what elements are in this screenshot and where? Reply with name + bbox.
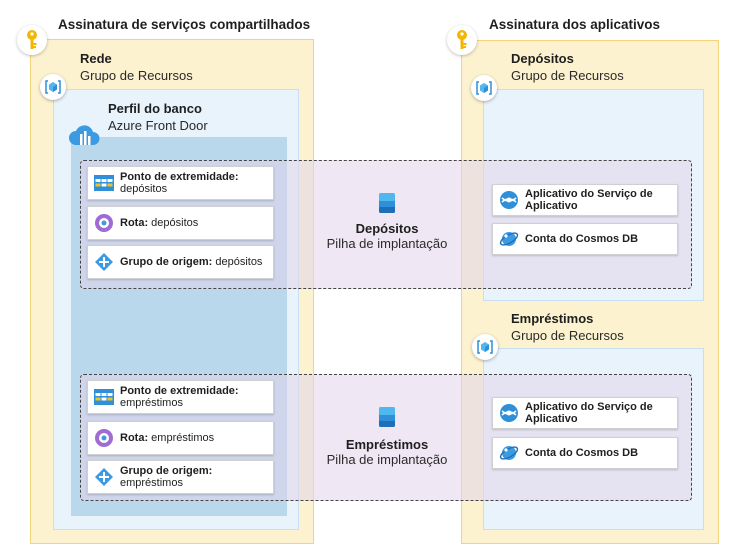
route-label: Rota: — [120, 217, 149, 229]
route-value: depósitos — [151, 217, 199, 229]
deposits-route-card: Rota: depósitos — [87, 206, 274, 240]
shared-subscription-title: Assinatura de serviços compartilhados — [58, 17, 311, 32]
origin-group-value: empréstimos — [120, 477, 183, 489]
endpoint-icon — [94, 387, 114, 407]
apps-subscription-title: Assinatura dos aplicativos — [489, 17, 661, 32]
app-service-icon — [499, 403, 519, 423]
loans-stack-label: Empréstimos Pilha de implantação — [312, 437, 462, 467]
loans-route-card: Rota: empréstimos — [87, 421, 274, 455]
origin-group-value: depósitos — [215, 256, 263, 268]
app-service-line1: Aplicativo do Serviço de — [525, 401, 653, 413]
route-icon — [94, 213, 114, 233]
loans-rg-type: Grupo de Recursos — [511, 328, 624, 343]
key-icon — [17, 25, 47, 55]
deposits-stack — [80, 160, 692, 289]
cloud-icon — [68, 123, 100, 149]
deposits-stack-label: Depósitos Pilha de implantação — [312, 221, 462, 251]
loans-stack-name: Empréstimos — [345, 437, 429, 452]
deployment-stack-icon — [376, 191, 398, 215]
loans-stack-type: Pilha de implantação — [326, 452, 448, 467]
loans-cosmos-card: Conta do Cosmos DB — [492, 437, 678, 469]
cosmos-label: Conta do Cosmos DB — [525, 447, 639, 459]
app-service-line2: Aplicativo — [525, 413, 578, 425]
network-rg-type: Grupo de Recursos — [80, 68, 193, 83]
loans-stack — [80, 374, 692, 501]
deployment-stack-icon — [376, 405, 398, 429]
endpoint-value: depósitos — [120, 183, 168, 195]
deposits-origin-group-card: Grupo de origem: depósitos — [87, 245, 274, 279]
route-icon — [94, 428, 114, 448]
resource-group-icon — [471, 75, 497, 101]
origin-group-label: Grupo de origem: — [120, 256, 213, 268]
app-service-icon — [499, 190, 519, 210]
key-icon — [447, 25, 477, 55]
loans-origin-group-card: Grupo de origem:empréstimos — [87, 460, 274, 494]
endpoint-icon — [94, 173, 114, 193]
loans-endpoint-card: Ponto de extremidade:empréstimos — [87, 380, 274, 414]
front-door-name: Perfil do banco — [108, 101, 202, 116]
front-door-type: Azure Front Door — [108, 118, 208, 133]
loans-rg-name: Empréstimos — [511, 311, 594, 326]
origin-group-icon — [94, 252, 114, 272]
origin-group-icon — [94, 467, 114, 487]
deposits-stack-name: Depósitos — [355, 221, 419, 236]
app-service-line2: Aplicativo — [525, 200, 578, 212]
deposits-cosmos-card: Conta do Cosmos DB — [492, 223, 678, 255]
deposits-stack-type: Pilha de implantação — [326, 236, 448, 251]
cosmos-db-icon — [499, 443, 519, 463]
origin-group-label: Grupo de origem: — [120, 465, 213, 477]
endpoint-label: Ponto de extremidade: — [120, 385, 239, 397]
deposits-endpoint-card: Ponto de extremidade:depósitos — [87, 166, 274, 200]
resource-group-icon — [472, 334, 498, 360]
app-service-line1: Aplicativo do Serviço de — [525, 188, 653, 200]
endpoint-label: Ponto de extremidade: — [120, 171, 239, 183]
route-label: Rota: — [120, 432, 149, 444]
network-rg-name: Rede — [80, 51, 112, 66]
deposits-rg-type: Grupo de Recursos — [511, 68, 624, 83]
cosmos-db-icon — [499, 229, 519, 249]
endpoint-value: empréstimos — [120, 397, 183, 409]
route-value: empréstimos — [151, 432, 215, 444]
cosmos-label: Conta do Cosmos DB — [525, 233, 639, 245]
deposits-rg-name: Depósitos — [511, 51, 574, 66]
resource-group-icon — [40, 74, 66, 100]
